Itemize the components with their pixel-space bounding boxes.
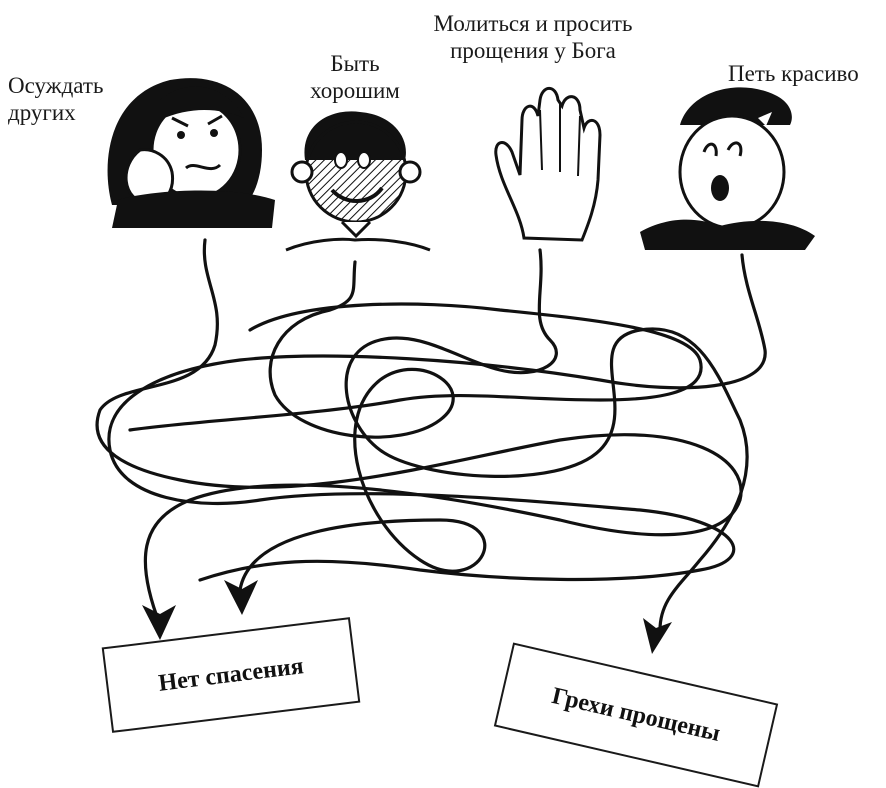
label-judge-others: Осуждать других: [8, 72, 103, 126]
outcome-no-salvation-label: Нет спасения: [156, 652, 305, 697]
path-judge: [95, 238, 743, 627]
label-sing: Петь красиво: [728, 60, 859, 87]
arrowheads: [142, 580, 672, 654]
label-line: прощения у Бога: [450, 38, 616, 63]
arrowhead-icon: [643, 618, 672, 654]
label-line: Молиться и просить: [433, 11, 633, 36]
path-sing: [107, 253, 767, 582]
path-be-good: [238, 260, 487, 592]
praying-hands-icon: [494, 86, 602, 242]
arrowhead-icon: [224, 580, 258, 615]
label-pray: Молиться и просить прощения у Бога: [418, 10, 648, 64]
path-extra-loop: [128, 302, 703, 432]
smiling-boy-icon: [285, 111, 431, 252]
label-line: хорошим: [310, 78, 400, 103]
angry-woman-icon: [107, 78, 275, 228]
singing-boy-icon: [640, 87, 815, 250]
label-line: Осуждать: [8, 73, 104, 98]
path-pray: [344, 248, 749, 632]
label-be-good: Быть хорошим: [300, 50, 410, 104]
label-line: Быть: [330, 51, 380, 76]
tangled-paths: [95, 238, 767, 632]
label-line: других: [8, 100, 76, 125]
label-line: Петь красиво: [728, 61, 859, 86]
arrowhead-icon: [142, 605, 176, 640]
outcome-sins-forgiven-label: Грехи прощены: [549, 682, 723, 747]
